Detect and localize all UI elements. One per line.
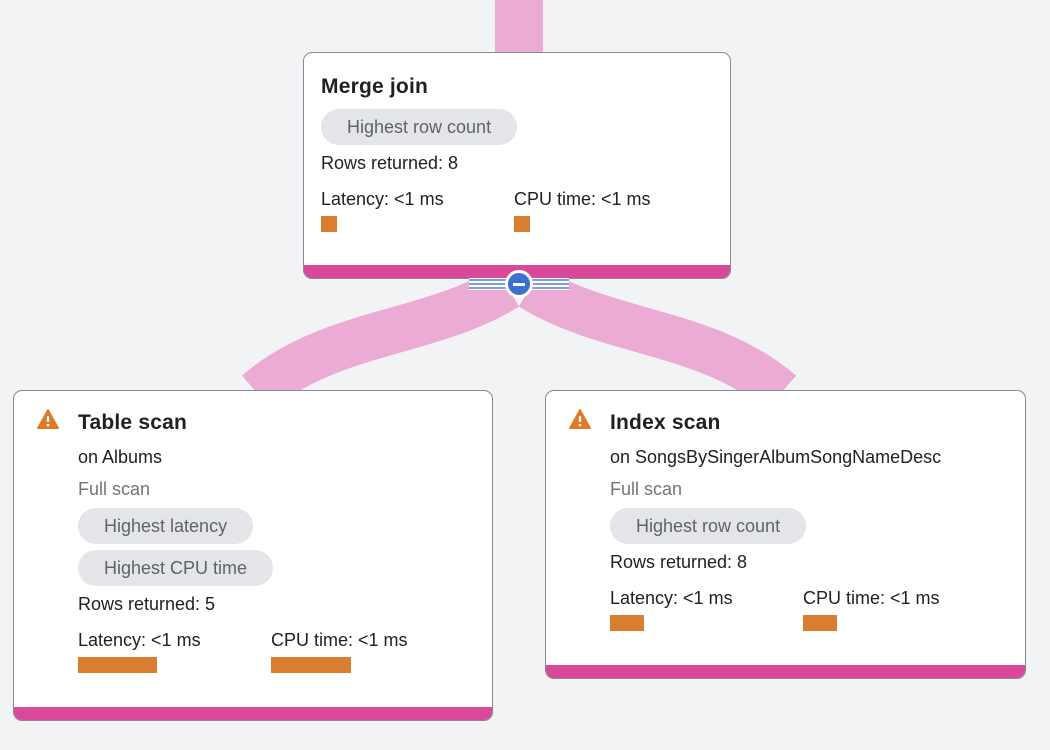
cpu-label: CPU time: <1 ms — [514, 189, 651, 209]
metrics-row: Latency: <1 ms CPU time: <1 ms — [321, 188, 710, 232]
badge-list: Highest latency Highest CPU time — [78, 508, 472, 586]
node-title: Merge join — [321, 75, 429, 98]
warning-triangle-icon — [37, 409, 59, 429]
latency-label: Latency: <1 ms — [78, 630, 201, 650]
latency-metric: Latency: <1 ms — [321, 188, 514, 232]
collapse-button[interactable] — [505, 270, 533, 298]
warning-triangle-icon — [569, 409, 591, 429]
edge-to-index-scan — [518, 267, 797, 411]
edge-to-table-scan — [241, 267, 520, 411]
cpu-bar — [514, 216, 530, 232]
accent-bar — [14, 707, 492, 720]
cpu-label: CPU time: <1 ms — [271, 630, 408, 650]
node-merge-join[interactable]: Merge join Highest row count Rows return… — [303, 52, 731, 279]
badge-highest-row-count: Highest row count — [321, 109, 518, 145]
rows-returned: Rows returned: 8 — [321, 153, 459, 173]
latency-bar — [610, 615, 644, 631]
node-target: on Albums — [78, 447, 163, 467]
node-table-scan[interactable]: Table scan on Albums Full scan Highest l… — [13, 390, 493, 721]
node-title: Table scan — [78, 411, 187, 434]
metrics-row: Latency: <1 ms CPU time: <1 ms — [78, 629, 472, 673]
cpu-metric: CPU time: <1 ms — [514, 188, 651, 232]
rows-returned: Rows returned: 8 — [610, 552, 748, 572]
latency-metric: Latency: <1 ms — [78, 629, 271, 673]
badge-highest-cpu-time: Highest CPU time — [78, 550, 274, 586]
latency-metric: Latency: <1 ms — [610, 587, 803, 631]
cpu-bar — [803, 615, 837, 631]
latency-bar — [78, 657, 157, 673]
latency-bar — [321, 216, 337, 232]
minus-icon — [513, 282, 525, 286]
scan-type-label: Full scan — [78, 479, 151, 499]
cpu-metric: CPU time: <1 ms — [803, 587, 940, 631]
node-target: on SongsBySingerAlbumSongNameDesc — [610, 447, 942, 467]
metrics-row: Latency: <1 ms CPU time: <1 ms — [610, 587, 1005, 631]
scan-type-label: Full scan — [610, 479, 683, 499]
cpu-metric: CPU time: <1 ms — [271, 629, 408, 673]
latency-label: Latency: <1 ms — [321, 189, 444, 209]
cpu-label: CPU time: <1 ms — [803, 588, 940, 608]
cpu-bar — [271, 657, 351, 673]
badge-list: Highest row count — [321, 109, 710, 145]
node-index-scan[interactable]: Index scan on SongsBySingerAlbumSongName… — [545, 390, 1026, 679]
accent-bar — [546, 665, 1025, 678]
rows-returned: Rows returned: 5 — [78, 594, 216, 614]
badge-list: Highest row count — [610, 508, 1005, 544]
badge-highest-row-count: Highest row count — [610, 508, 807, 544]
latency-label: Latency: <1 ms — [610, 588, 733, 608]
badge-highest-latency: Highest latency — [78, 508, 254, 544]
node-title: Index scan — [610, 411, 721, 434]
